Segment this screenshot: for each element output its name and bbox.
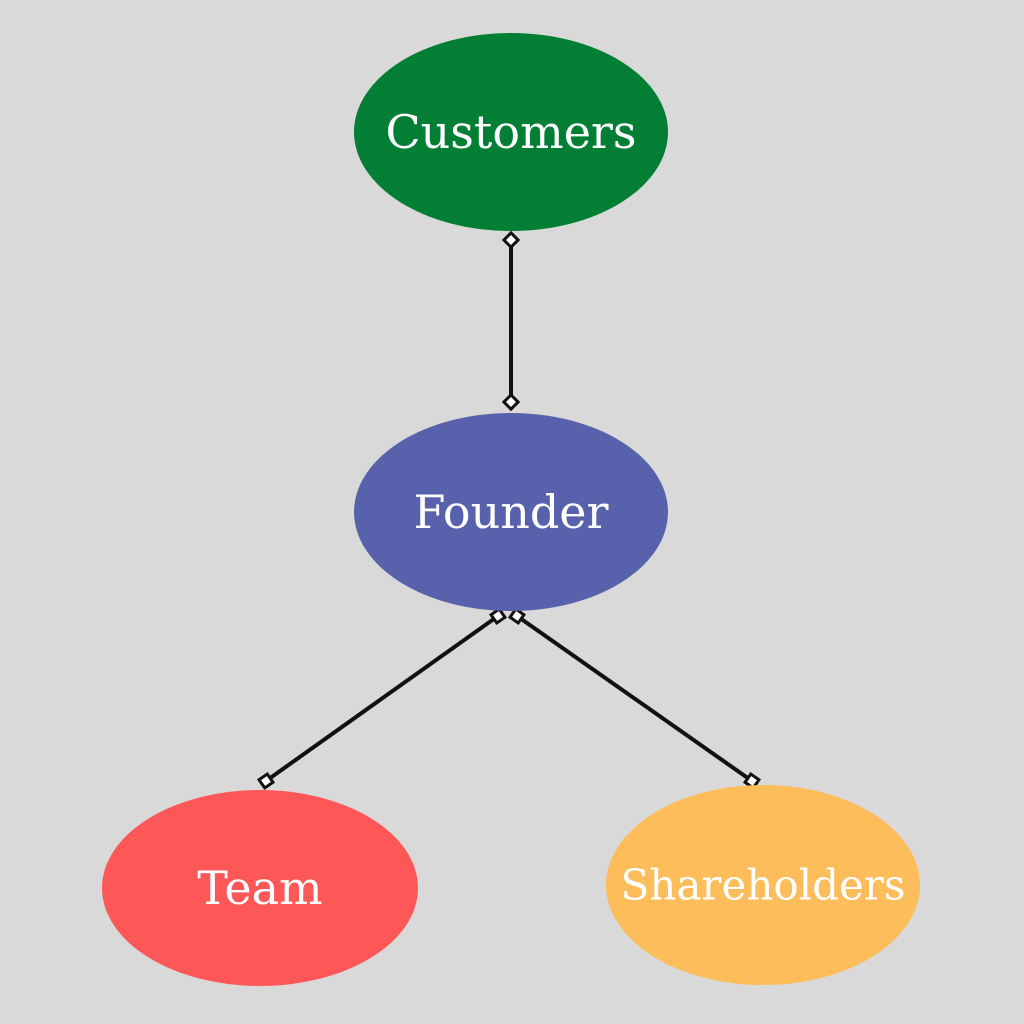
node-customers-label: Customers <box>385 105 636 159</box>
node-team-label: Team <box>197 861 322 915</box>
node-customers-shape <box>354 33 668 231</box>
edge-founder-shareholders <box>515 614 754 783</box>
connector-endpoint-founder-left <box>488 606 508 626</box>
node-team-shape <box>102 790 418 986</box>
node-shareholders-shape <box>606 785 920 985</box>
node-founder-shape <box>354 413 668 611</box>
node-founder: Founder <box>354 413 668 611</box>
connector-endpoint-founder-right <box>507 606 527 626</box>
node-founder-label: Founder <box>413 485 608 539</box>
node-team: Team <box>102 790 418 986</box>
edge-founder-team <box>264 614 500 783</box>
node-shareholders-label: Shareholders <box>621 861 906 910</box>
connectors <box>256 230 762 791</box>
node-customers: Customers <box>354 33 668 231</box>
connector-endpoint-shareholders <box>742 771 762 791</box>
connector-endpoint-customers <box>501 230 521 250</box>
connector-endpoint-founder-top <box>501 392 521 412</box>
connector-endpoint-team <box>256 771 276 791</box>
node-shareholders: Shareholders <box>606 785 920 985</box>
